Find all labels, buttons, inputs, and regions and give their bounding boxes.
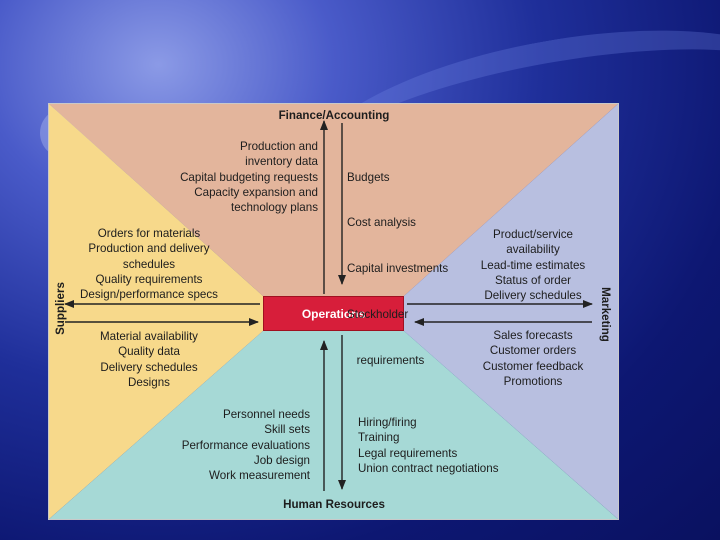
- finance-to-ops-list: Budgets Cost analysis Capital investment…: [347, 139, 497, 399]
- list-item: technology plans: [230, 201, 318, 215]
- list-item: Skill sets: [264, 423, 310, 437]
- list-item: Job design: [253, 453, 310, 467]
- list-item: Sales forecasts: [493, 329, 573, 342]
- list-item: Quality requirements: [95, 272, 203, 286]
- list-item: Union contract negotiations: [358, 461, 499, 475]
- list-item: Material availability: [100, 330, 198, 343]
- list-item: Capital budgeting requests: [180, 170, 318, 184]
- hr-region: [48, 331, 619, 520]
- list-item: Production and delivery: [88, 242, 210, 256]
- list-item: Orders for materials: [97, 227, 201, 240]
- list-item: Capacity expansion and: [194, 185, 318, 199]
- finance-heading: Finance/Accounting: [278, 109, 390, 122]
- list-item: Hiring/firing: [358, 416, 417, 429]
- list-item: Customer orders: [489, 344, 577, 358]
- list-item: Lead-time estimates: [480, 258, 586, 272]
- list-item: availability: [506, 243, 560, 257]
- ops-to-hr-list: Personnel needs Skill sets Performance e…: [138, 407, 310, 483]
- list-item: Quality data: [118, 345, 180, 359]
- marketing-heading: Marketing: [598, 287, 612, 342]
- finance-region: [48, 103, 619, 296]
- list-item: Personnel needs: [222, 408, 310, 421]
- marketing-region: [404, 103, 619, 520]
- list-item: Legal requirements: [358, 446, 458, 460]
- list-item: Training: [358, 431, 400, 445]
- list-item: inventory data: [245, 155, 318, 169]
- list-item: Work measurement: [209, 469, 310, 483]
- ops-to-suppliers-list: Orders for materials Production and deli…: [64, 226, 234, 302]
- suppliers-to-ops-list: Material availability Quality data Deliv…: [64, 329, 234, 390]
- list-item: schedules: [122, 257, 176, 271]
- hr-to-ops-list: Hiring/firing Training Legal requirement…: [358, 415, 528, 476]
- list-item: Design/performance specs: [80, 288, 218, 302]
- list-item: Promotions: [503, 374, 563, 388]
- list-item: Designs: [128, 375, 170, 389]
- list-item: Delivery schedules: [100, 360, 198, 374]
- list-item: Delivery schedules: [484, 289, 582, 303]
- list-item: Production and: [240, 140, 318, 153]
- list-item: Stockholder: [347, 308, 409, 322]
- operations-interface-diagram: Finance/Accounting Human Resources Suppl…: [48, 103, 619, 520]
- hr-heading: Human Resources: [283, 498, 385, 511]
- list-item: Product/service: [493, 228, 573, 241]
- list-item: Performance evaluations: [181, 438, 310, 452]
- operations-box: Operations: [263, 296, 404, 331]
- list-item: Cost analysis: [347, 216, 416, 230]
- list-item: Customer feedback: [482, 359, 584, 373]
- list-item: Status of order: [494, 273, 572, 287]
- ops-to-finance-list: Production and inventory data Capital bu…: [148, 139, 318, 215]
- list-item: Budgets: [347, 170, 390, 184]
- ops-to-marketing-list: Product/service availability Lead-time e…: [468, 227, 598, 303]
- marketing-to-ops-list: Sales forecasts Customer orders Customer…: [468, 328, 598, 389]
- list-item: Capital investments: [347, 262, 449, 276]
- list-item: requirements: [347, 354, 425, 368]
- suppliers-region: [48, 103, 263, 520]
- diagram-regions: [48, 103, 619, 520]
